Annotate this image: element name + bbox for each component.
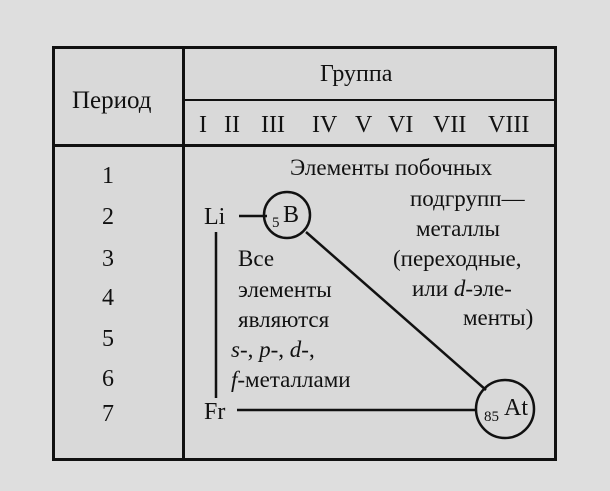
element-at-number: 85	[484, 409, 499, 425]
element-b-number: 5	[272, 215, 280, 231]
element-b-symbol: B	[283, 202, 300, 228]
left-text-line: элементы	[238, 277, 332, 302]
period-number: 2	[102, 204, 114, 230]
right-text-line: подгрупп—	[410, 186, 525, 211]
left-text-line: f-металлами	[231, 367, 351, 392]
group-numeral: I	[199, 112, 207, 138]
group-numeral: VIII	[488, 112, 530, 138]
group-numeral: II	[224, 112, 240, 138]
period-number: 5	[102, 326, 114, 352]
right-text-line: Элементы побочных	[290, 155, 493, 180]
period-number: 7	[102, 401, 114, 427]
right-text-line: менты)	[463, 305, 534, 330]
right-text-line: металлы	[416, 216, 500, 241]
table-frame	[52, 46, 557, 461]
group-numeral: VII	[433, 112, 467, 138]
period-number: 4	[102, 285, 114, 311]
at-circle	[474, 378, 536, 440]
group-numeral: V	[355, 112, 373, 138]
left-text-line: являются	[238, 307, 330, 332]
column-divider	[182, 46, 185, 461]
group-header-divider	[183, 99, 557, 101]
group-numeral: III	[261, 112, 285, 138]
element-li: Li	[204, 204, 226, 230]
group-numeral: IV	[312, 112, 338, 138]
period-number: 6	[102, 366, 114, 392]
right-text-line: или d-эле-	[412, 276, 512, 301]
group-numeral: VI	[388, 112, 414, 138]
right-text-line: (переходные,	[393, 246, 522, 271]
period-header: Период	[72, 87, 152, 114]
group-header: Группа	[320, 61, 393, 87]
element-fr: Fr	[204, 399, 226, 425]
period-number: 3	[102, 246, 114, 272]
b-circle	[262, 190, 312, 240]
left-text-line: Все	[238, 246, 275, 271]
header-bottom-divider	[52, 144, 557, 147]
b-at-diagonal	[305, 231, 487, 391]
period-number: 1	[102, 163, 114, 189]
element-at-symbol: At	[504, 395, 528, 421]
left-text-line: s-, p-, d-,	[231, 337, 315, 362]
